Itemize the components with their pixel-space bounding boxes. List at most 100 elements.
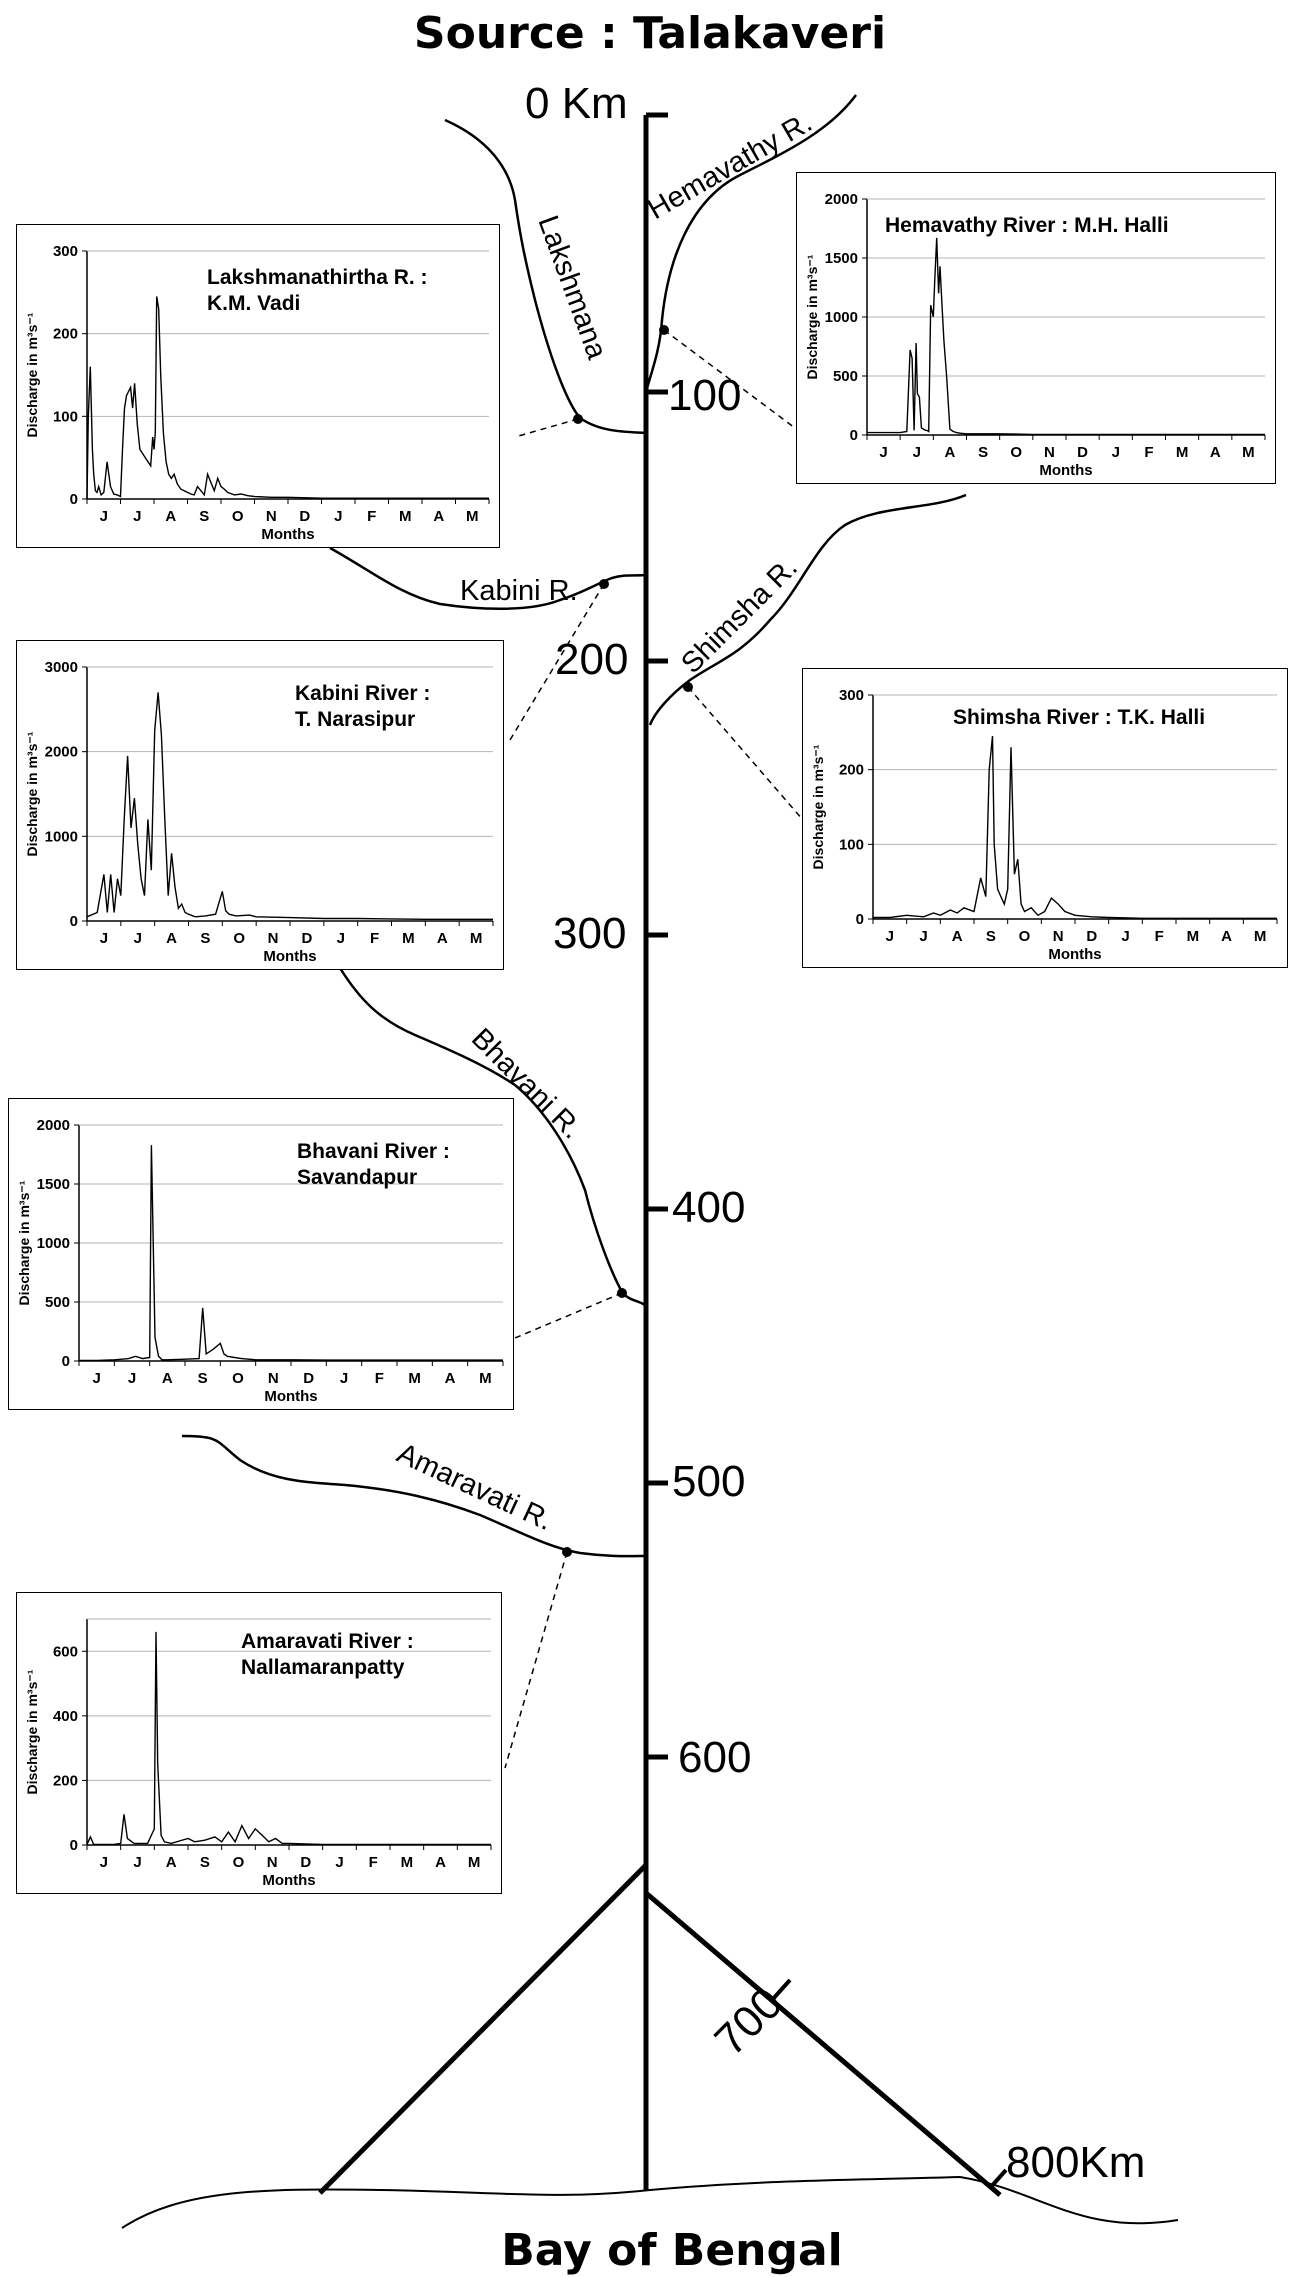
x-tick-label: M: [1242, 444, 1255, 461]
discharge-series-line: [86, 1631, 491, 1846]
lakshmana-chart-title: Lakshmanathirtha R. : K.M. Vadi: [207, 266, 428, 315]
x-tick-label: M: [479, 1370, 492, 1387]
x-tick-label: F: [1155, 928, 1164, 945]
x-tick-label: O: [233, 1854, 245, 1871]
x-tick-label: F: [369, 1854, 378, 1871]
x-tick-label: J: [100, 508, 108, 525]
x-tick-label: M: [399, 508, 412, 525]
y-tick-label: 2000: [825, 191, 858, 208]
y-axis-label: Discharge in m³s⁻¹: [810, 744, 826, 869]
y-tick-label: 0: [70, 491, 78, 508]
amaravati-leader: [504, 1551, 568, 1769]
y-tick-label: 0: [62, 1353, 70, 1370]
y-tick-label: 200: [839, 762, 864, 779]
y-tick-label: 1000: [37, 1235, 70, 1252]
x-tick-label: N: [268, 930, 279, 947]
distance-label-500: 500: [672, 1457, 745, 1506]
hemavathy-chart-title: Hemavathy River : M.H. Halli: [885, 214, 1169, 237]
coast-label: Bay of Bengal: [501, 2225, 843, 2276]
x-tick-label: O: [232, 508, 244, 525]
x-tick-label: M: [1254, 928, 1267, 945]
x-tick-label: J: [337, 930, 345, 947]
distance-label-800: 800Km: [1006, 2138, 1145, 2187]
x-tick-label: N: [1044, 444, 1055, 461]
lakshmana-river: [444, 118, 649, 435]
x-tick-label: N: [1053, 928, 1064, 945]
x-tick-label: M: [466, 508, 479, 525]
x-tick-label: D: [301, 930, 312, 947]
y-tick-label: 1000: [825, 309, 858, 326]
y-tick-label: 100: [839, 836, 864, 853]
y-tick-label: 0: [70, 913, 78, 930]
x-tick-label: O: [1010, 444, 1022, 461]
coastline: [121, 2175, 1179, 2229]
x-tick-label: J: [1121, 928, 1129, 945]
x-tick-label: D: [303, 1370, 314, 1387]
y-tick-label: 100: [53, 408, 78, 425]
x-axis-label: Months: [1039, 462, 1092, 479]
x-axis-label: Months: [262, 1872, 315, 1889]
y-axis-label: Discharge in m³s⁻¹: [24, 312, 40, 437]
x-tick-label: A: [165, 508, 176, 525]
x-tick-label: J: [134, 930, 142, 947]
x-tick-label: N: [267, 1854, 278, 1871]
x-tick-label: J: [886, 928, 894, 945]
x-tick-label: N: [266, 508, 277, 525]
x-tick-label: O: [232, 1370, 244, 1387]
distance-label-300: 300: [553, 909, 626, 958]
shimsha-river-label: Shimsha R.: [675, 551, 804, 680]
x-tick-label: F: [375, 1370, 384, 1387]
delta-branches: [318, 1863, 1008, 2197]
lakshmana-leader: [514, 418, 579, 438]
y-tick-label: 2000: [45, 744, 78, 761]
x-tick-label: A: [952, 928, 963, 945]
x-axis-label: Months: [261, 526, 314, 543]
x-tick-label: M: [1187, 928, 1200, 945]
x-tick-label: A: [433, 508, 444, 525]
x-tick-label: A: [1221, 928, 1232, 945]
x-tick-label: A: [445, 1370, 456, 1387]
distance-ticks: [646, 112, 668, 1760]
x-tick-label: O: [1019, 928, 1031, 945]
y-tick-label: 1500: [825, 250, 858, 267]
x-tick-label: N: [268, 1370, 279, 1387]
x-tick-label: M: [470, 930, 483, 947]
x-tick-label: M: [1176, 444, 1189, 461]
y-tick-label: 1000: [45, 828, 78, 845]
x-tick-label: J: [133, 508, 141, 525]
distance-label-100: 100: [668, 371, 741, 420]
y-tick-label: 400: [53, 1708, 78, 1725]
x-tick-label: D: [299, 508, 310, 525]
y-tick-label: 200: [53, 326, 78, 343]
hemavathy-river: [644, 94, 858, 393]
y-tick-label: 300: [53, 243, 78, 260]
discharge-series-line: [79, 1145, 503, 1362]
amaravati-river: [181, 1434, 647, 1558]
y-tick-label: 300: [839, 687, 864, 704]
lakshmana-river-label: Lakshmana: [531, 211, 613, 364]
x-tick-label: J: [919, 928, 927, 945]
bhavani-leader: [514, 1292, 623, 1339]
x-tick-label: J: [335, 1854, 343, 1871]
shimsha-chart-title: Shimsha River : T.K. Halli: [953, 706, 1206, 729]
distance-label-0: 0 Km: [525, 79, 628, 128]
x-tick-label: J: [133, 1854, 141, 1871]
x-tick-label: J: [100, 1854, 108, 1871]
x-tick-label: A: [435, 1854, 446, 1871]
y-tick-label: 2000: [37, 1117, 70, 1134]
x-tick-label: A: [166, 930, 177, 947]
x-axis-label: Months: [1048, 946, 1101, 963]
y-tick-label: 200: [53, 1772, 78, 1789]
y-axis-label: Discharge in m³s⁻¹: [24, 731, 40, 856]
y-tick-label: 600: [53, 1643, 78, 1660]
x-tick-label: J: [913, 444, 921, 461]
x-tick-label: J: [128, 1370, 136, 1387]
x-tick-label: S: [199, 508, 209, 525]
x-tick-label: D: [1077, 444, 1088, 461]
distance-label-600: 600: [678, 1733, 751, 1782]
